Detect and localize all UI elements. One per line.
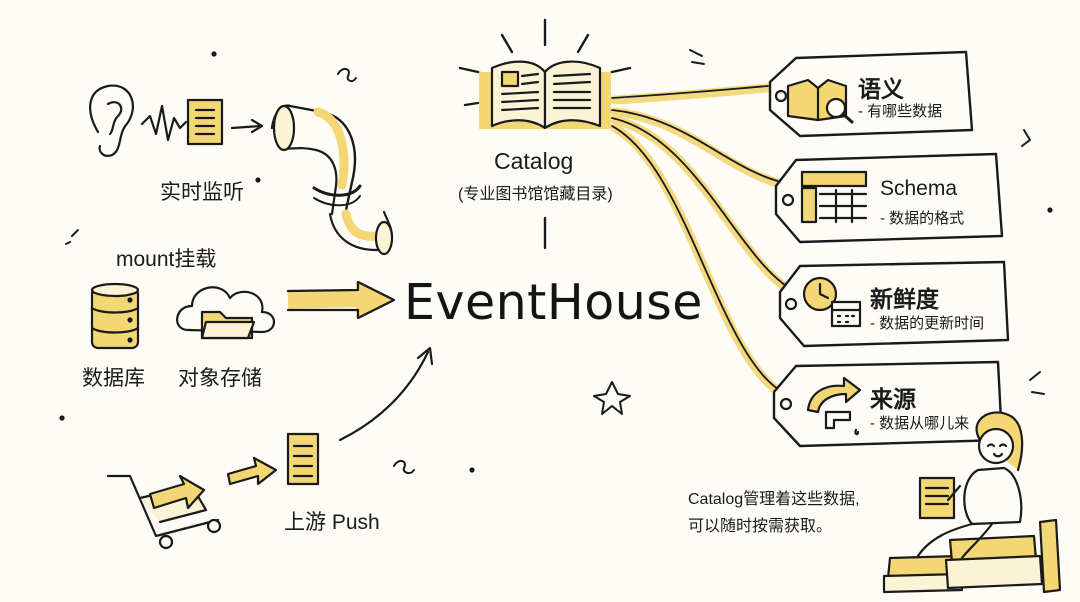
realtime-label: 实时监听: [160, 181, 244, 204]
clock-calendar-icon: [802, 276, 862, 328]
tag-schema-subtitle: - 数据的格式: [880, 210, 965, 227]
sound-wave-icon: [140, 104, 188, 142]
schema-table-icon: [800, 170, 868, 224]
database-icon: [90, 282, 140, 350]
tag-schema-title: Schema: [880, 177, 958, 200]
cart-arrow-icon: [226, 456, 278, 486]
faucet-arrow-icon: [806, 376, 862, 436]
decorative-sparkles: [59, 49, 1053, 475]
cloud-folder-icon: [176, 286, 276, 340]
push-doc-icon: [286, 432, 320, 486]
pipe-icon: [270, 104, 394, 256]
tag-semantic-title: 语义: [858, 76, 904, 102]
cart-icon: [106, 474, 222, 550]
realtime-arrow-icon: [230, 118, 264, 134]
tag-semantic-subtitle: - 有哪些数据: [858, 103, 943, 120]
push-arrow-icon: [338, 346, 434, 442]
tag-source-title: 来源: [870, 386, 916, 412]
catalog-title: Catalog: [494, 148, 574, 174]
catalog-to-tag-curves: [610, 83, 805, 403]
realtime-doc-icon: [186, 98, 224, 146]
tag-source-subtitle: - 数据从哪儿来: [870, 415, 970, 432]
tag-freshness-title: 新鲜度: [870, 286, 939, 312]
catalog-rays: [458, 18, 632, 250]
catalog-to-tag-lines: [611, 85, 801, 397]
main-arrow-icon: [286, 280, 396, 320]
book-magnifier-icon: [786, 78, 854, 124]
catalog-book-icon: [479, 60, 611, 130]
girl-reading-illustration: [882, 411, 1062, 594]
object-storage-label: 对象存储: [178, 367, 262, 390]
database-label: 数据库: [82, 367, 145, 390]
ear-icon: [89, 84, 134, 157]
note-line-2: 可以随时按需获取。: [688, 518, 833, 535]
note-line-1: Catalog管理着这些数据,: [688, 491, 860, 508]
mount-label: mount挂载: [116, 248, 217, 271]
tag-freshness-subtitle: - 数据的更新时间: [870, 315, 985, 332]
catalog-subtitle: (专业图书馆馆藏目录): [458, 186, 613, 203]
upstream-push-label: 上游 Push: [284, 511, 380, 534]
eventhouse-title: EventHouse: [404, 274, 703, 331]
